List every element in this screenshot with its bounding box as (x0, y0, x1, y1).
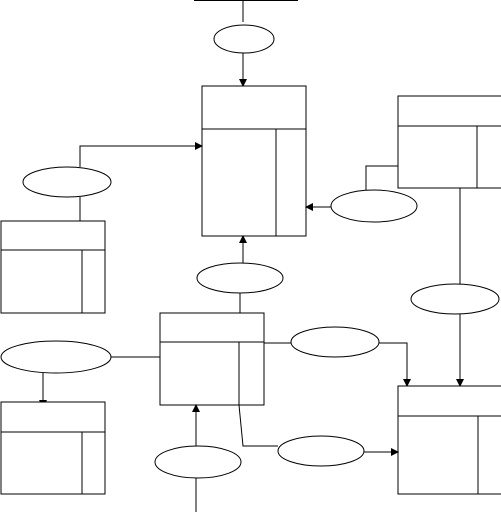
entity-box-center[interactable] (201, 85, 307, 237)
flow-bubble-center-lower[interactable] (196, 262, 284, 294)
arrow-center-right-bubble-to-right-box (379, 342, 411, 387)
flow-bubble-left-lower[interactable] (0, 340, 112, 374)
flow-bubble-center-right[interactable] (290, 326, 380, 358)
entity-box-right-bottom[interactable] (397, 385, 501, 495)
entity-box-left-bottom[interactable] (0, 401, 106, 495)
top-source-line (194, 0, 298, 22)
connector-lower-box-to-lower-right-bubble (238, 404, 278, 447)
flow-bubble-lower-right[interactable] (277, 435, 365, 467)
arrow-left-bubble-to-center (79, 142, 203, 167)
flow-bubble-right-middle[interactable] (410, 283, 500, 315)
entity-box-lower-center[interactable] (159, 312, 265, 406)
flow-bubble-top[interactable] (213, 24, 275, 54)
flow-bubble-left-upper[interactable] (22, 166, 112, 198)
flow-bubble-right-upper[interactable] (330, 189, 418, 223)
flow-bubble-bottom[interactable] (154, 445, 242, 479)
entity-box-left-middle[interactable] (0, 220, 106, 314)
connector-right-box-to-bubble (365, 165, 398, 190)
entity-box-right-top[interactable] (397, 95, 501, 189)
